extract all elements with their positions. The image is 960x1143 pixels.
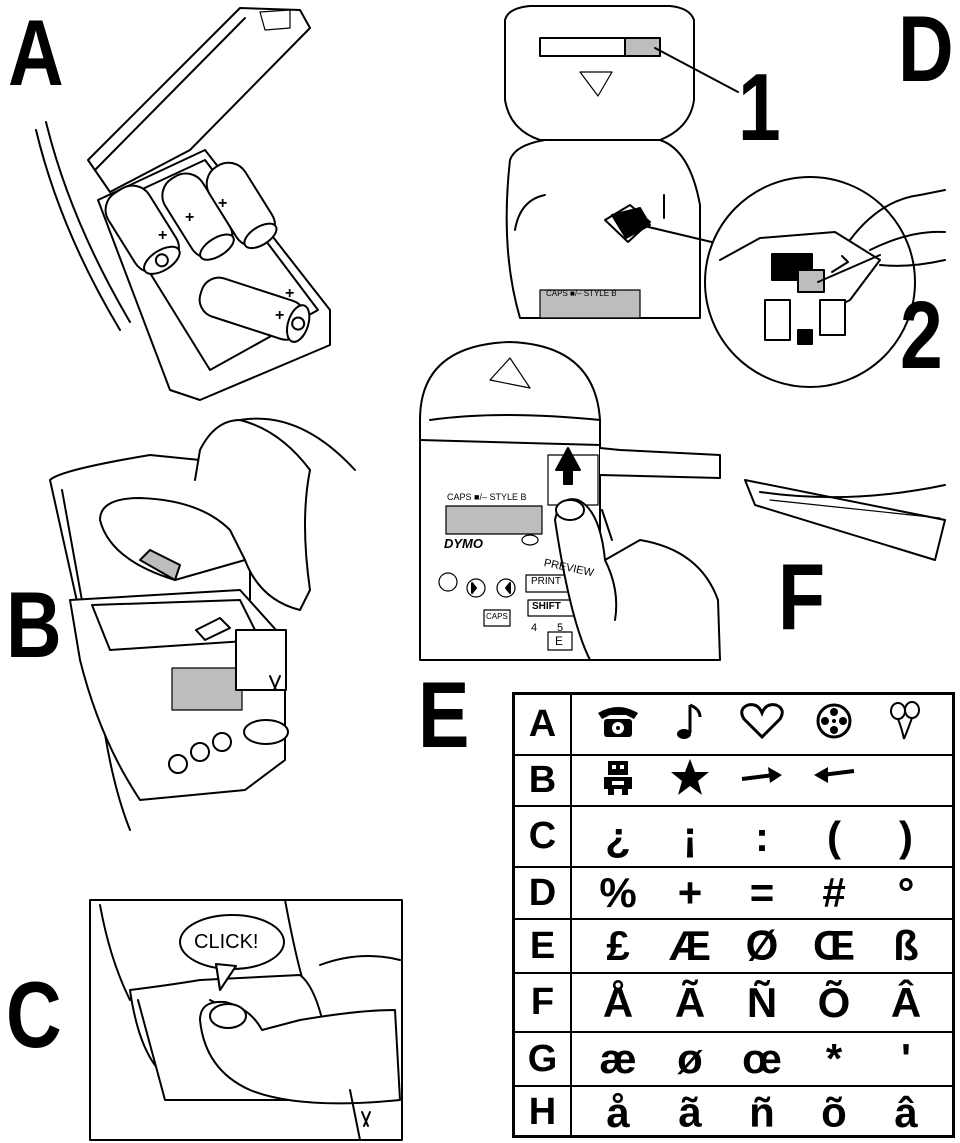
row-header: E	[515, 920, 572, 972]
row-header: C	[515, 807, 572, 866]
panel-label-d: D	[898, 0, 954, 101]
svg-text:+: +	[185, 209, 194, 226]
table-cell: œ	[742, 1035, 782, 1082]
label-maker-top-illustration: CAPS ■/– STYLE B	[504, 5, 946, 388]
table-cell: '	[901, 1035, 911, 1082]
table-cell: )	[899, 812, 913, 860]
table-cell: *	[825, 1035, 843, 1082]
table-cell: Ø	[745, 922, 779, 969]
table-cell: å	[606, 1088, 630, 1136]
caps-style-label: CAPS ■/– STYLE B	[447, 492, 527, 502]
table-cell: ã	[678, 1088, 702, 1136]
table-cell: %	[599, 869, 637, 916]
table-row: A	[515, 695, 952, 756]
callout-number-1: 1	[738, 54, 781, 161]
balloons-icon	[873, 701, 939, 748]
svg-text:+: +	[285, 285, 294, 302]
panel-label-f: F	[778, 544, 826, 649]
row-header: D	[515, 868, 572, 918]
table-cell: ñ	[749, 1088, 775, 1136]
key-4-label: 4	[531, 622, 538, 634]
table-cell: ¿	[605, 812, 631, 860]
row-header: F	[515, 974, 572, 1031]
peeled-label-illustration	[744, 479, 946, 561]
table-cell: =	[749, 869, 775, 916]
table-cell: õ	[821, 1088, 847, 1136]
arrow-left-icon	[801, 757, 867, 804]
table-cell: °	[897, 869, 915, 916]
table-cell: +	[677, 869, 703, 916]
film-reel-icon	[801, 701, 867, 748]
caps-key-label: CAPS	[486, 612, 508, 621]
table-cell: Å	[602, 978, 634, 1026]
star-icon	[657, 757, 723, 804]
svg-text:CAPS ■/– STYLE B: CAPS ■/– STYLE B	[546, 289, 617, 298]
heart-icon	[729, 701, 795, 748]
key-e-label: E	[555, 634, 564, 648]
panel-label-e: E	[418, 662, 470, 767]
cassette-click-illustration	[89, 899, 403, 1141]
key-5-label: 5	[557, 622, 564, 634]
callout-number-2: 2	[900, 282, 943, 389]
brand-logo: DYMO	[444, 536, 483, 551]
table-row: B	[515, 756, 952, 807]
shift-key-label: SHIFT	[532, 601, 561, 612]
table-cell: #	[822, 869, 846, 916]
music-note-icon	[657, 701, 723, 748]
row-header: H	[515, 1087, 572, 1138]
label-maker-front-illustration	[419, 341, 721, 661]
panel-label-a: A	[8, 0, 64, 105]
battery-compartment-illustration: + + + + +	[35, 7, 331, 401]
robot-icon	[585, 757, 651, 804]
table-cell: Œ	[813, 922, 855, 969]
table-cell: Æ	[669, 922, 711, 969]
table-cell: æ	[599, 1035, 637, 1082]
row-header: G	[515, 1033, 572, 1085]
table-row: C ¿ ¡: ()	[515, 807, 952, 868]
table-cell: Ã	[674, 978, 706, 1026]
table-cell: £	[606, 922, 630, 969]
table-cell: (	[827, 812, 841, 860]
print-key-label: PRINT	[531, 576, 561, 587]
table-cell: Â	[890, 978, 922, 1026]
table-cell: ¡	[683, 812, 697, 860]
cassette-insertion-illustration	[49, 417, 356, 831]
row-header: A	[515, 695, 572, 754]
panel-label-b: B	[6, 572, 62, 677]
arrow-right-icon	[729, 757, 795, 804]
table-cell: :	[755, 812, 769, 860]
svg-text:+: +	[218, 195, 227, 212]
table-cell: ø	[677, 1035, 703, 1082]
table-cell: Ñ	[746, 978, 778, 1026]
panel-label-c: C	[6, 962, 62, 1067]
svg-text:+: +	[275, 307, 284, 324]
click-bubble-text: CLICK!	[194, 931, 259, 953]
svg-text:+: +	[158, 227, 167, 244]
table-cell: â	[894, 1088, 918, 1136]
row-header: B	[515, 756, 572, 805]
table-cell: Õ	[817, 978, 851, 1026]
table-cell: ß	[893, 922, 919, 969]
telephone-icon	[585, 701, 651, 748]
table-row: D% + = # °	[515, 868, 952, 920]
